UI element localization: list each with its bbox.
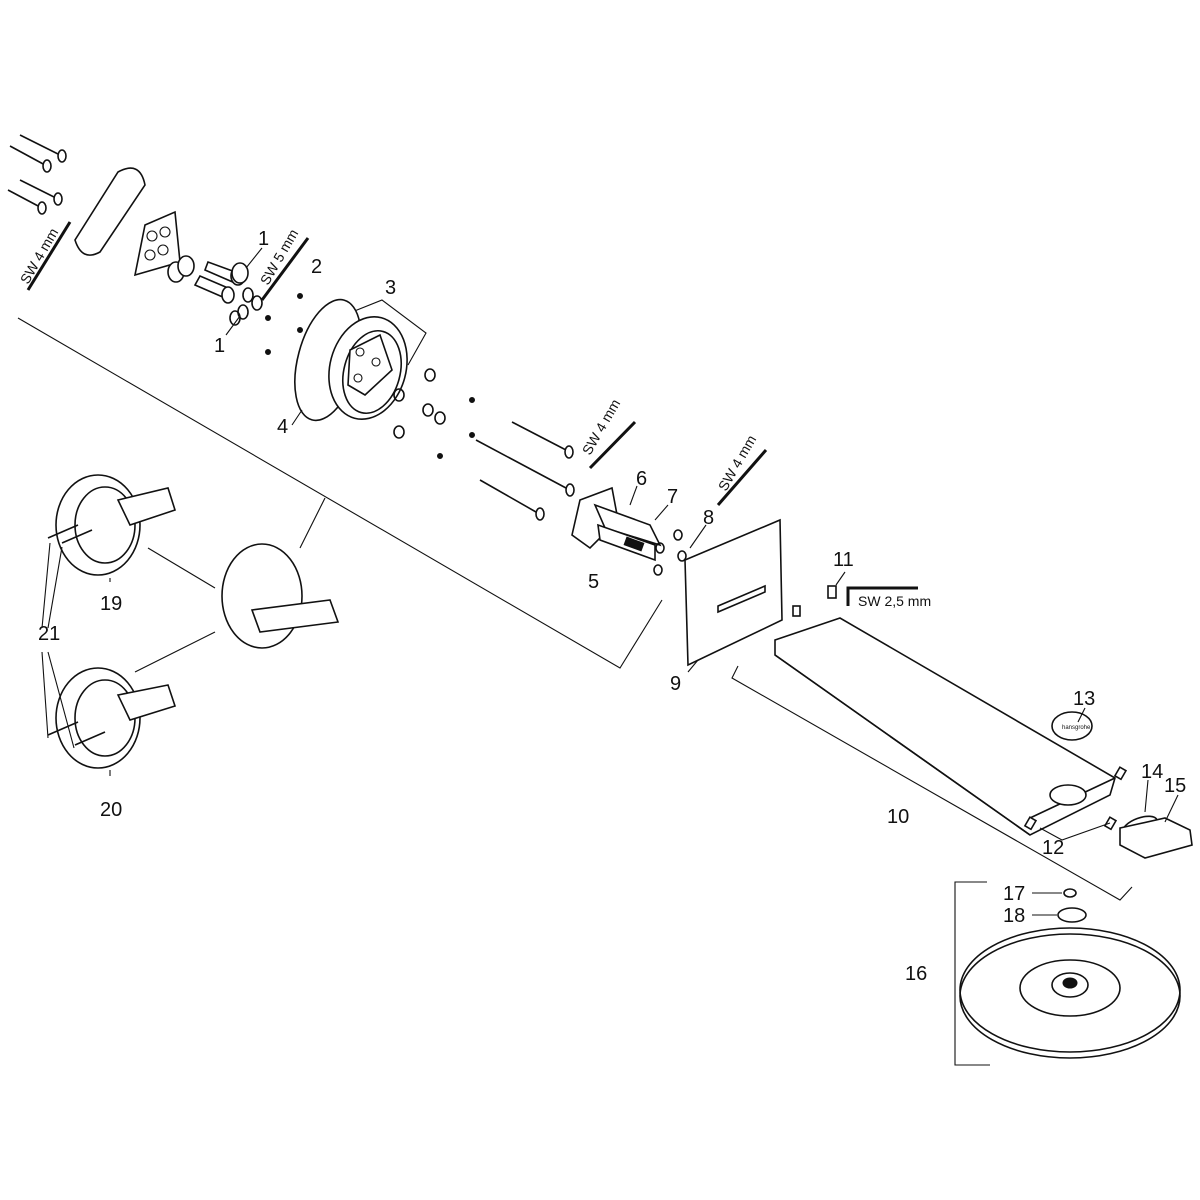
callout-6: 6	[636, 468, 647, 490]
callout-1b: 1	[214, 335, 225, 357]
callout-16: 16	[905, 963, 927, 985]
leader-lines	[41, 247, 1179, 916]
seal-rings	[1057, 888, 1087, 923]
shower-head	[959, 927, 1181, 1059]
assembly-connector-lines	[17, 299, 1133, 1066]
callout-15: 15	[1164, 775, 1186, 797]
callout-13: 13	[1073, 688, 1095, 710]
callout-8: 8	[703, 507, 714, 529]
valve-body	[571, 486, 687, 576]
logo-mark: hansgrohe	[1062, 725, 1091, 731]
tool-label-sw4-a: SW 4 mm	[17, 225, 62, 286]
callout-12: 12	[1042, 837, 1064, 859]
small-grub-screws	[265, 293, 303, 355]
tool-label-sw4-b: SW 4 mm	[579, 396, 624, 457]
hex-key-2-5mm: SW 2,5 mm	[846, 586, 931, 609]
cover-plate	[684, 518, 783, 667]
shower-arm: hansgrohe	[774, 617, 1116, 836]
callout-10: 10	[887, 806, 909, 828]
set-screw-11	[792, 585, 837, 617]
callout-11: 11	[833, 549, 854, 571]
hex-key-4mm-a: SW 4 mm	[17, 221, 72, 291]
callout-4: 4	[277, 416, 288, 438]
callout-17: 17	[1003, 883, 1025, 905]
wall-seal	[74, 167, 146, 256]
callout-21: 21	[38, 623, 60, 645]
mounting-screws	[475, 421, 575, 521]
tool-label-sw2-5: SW 2,5 mm	[858, 593, 931, 609]
callout-18: 18	[1003, 905, 1025, 927]
connector-sleeves	[167, 255, 263, 326]
long-screws	[7, 134, 67, 215]
callout-14: 14	[1141, 761, 1163, 783]
callout-9: 9	[670, 673, 681, 695]
callout-3: 3	[385, 277, 396, 299]
callout-7: 7	[667, 486, 678, 508]
hex-key-4mm-b: SW 4 mm	[579, 396, 637, 470]
callout-19: 19	[100, 593, 122, 615]
callout-1a: 1	[258, 228, 269, 250]
base-disc-with-oring	[294, 298, 408, 422]
callout-20: 20	[100, 799, 122, 821]
arm-end-parts	[1023, 766, 1193, 859]
callout-5: 5	[588, 571, 599, 593]
washers	[393, 368, 475, 459]
callout-2: 2	[311, 256, 322, 278]
callout-numbers: 1 1 2 3 4 5 6 7 8 9 10 11 12 13 14 15 16…	[38, 228, 1186, 985]
rough-in-units	[47, 474, 340, 769]
hex-key-4mm-c: SW 4 mm	[715, 432, 768, 506]
